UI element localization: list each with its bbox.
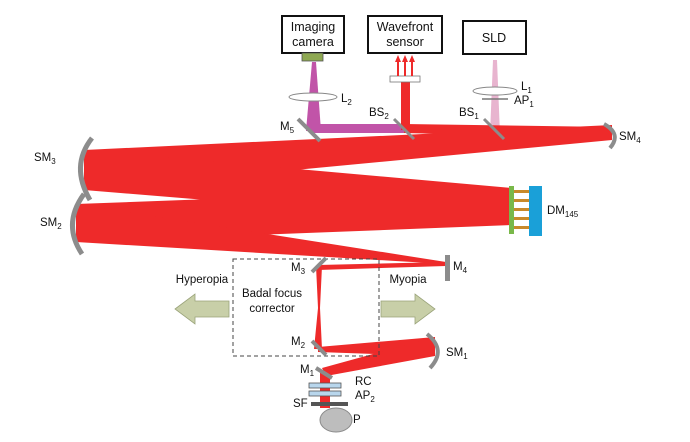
badal-focus-corrector-box — [232, 258, 380, 357]
beam-sm2-m4 — [76, 204, 446, 264]
label-sf: SF — [293, 398, 308, 410]
myopia-label: Myopia — [389, 274, 427, 286]
rc-element — [308, 382, 342, 389]
mirror-m3 — [310, 256, 328, 274]
label-ap2: AP2 — [355, 390, 375, 404]
wavefront-sensor-line1: Wavefront — [377, 20, 434, 34]
label-m2: M2 — [291, 336, 306, 350]
label-ap1: AP1 — [514, 95, 534, 109]
camera-sensor — [301, 52, 324, 62]
label-p: P — [353, 414, 361, 426]
sld-source: SLD — [462, 20, 527, 55]
beam-sm1-m1 — [322, 337, 435, 376]
imaging-camera-line2: camera — [292, 35, 334, 49]
label-sm2: SM2 — [40, 217, 62, 231]
lens-l2 — [288, 92, 338, 102]
aperture-ap2 — [308, 390, 342, 397]
label-dm145: DM145 — [547, 205, 579, 219]
label-bs2: BS2 — [369, 107, 389, 121]
spherical-mirror-sm1 — [425, 332, 440, 370]
eye-pupil — [319, 407, 353, 433]
label-sm1: SM1 — [446, 347, 468, 361]
beam-splitter-bs1 — [482, 117, 506, 141]
myopia-arrow — [380, 293, 436, 325]
label-rc: RC — [355, 376, 372, 388]
badal-label-line1: Badal focus — [242, 288, 302, 300]
imaging-camera-line1: Imaging — [291, 20, 336, 34]
mirror-m5 — [296, 117, 322, 143]
imaging-camera: Imaging camera — [281, 15, 345, 62]
beam-m4-m3 — [318, 262, 446, 270]
wavefront-sensor-line2: sensor — [386, 35, 424, 49]
beam-paths — [76, 60, 612, 408]
label-bs1: BS1 — [459, 107, 479, 121]
label-sm4: SM4 — [619, 131, 641, 145]
badal-label-line2: corrector — [249, 303, 295, 315]
mirror-m4 — [445, 255, 450, 281]
spherical-mirror-sm3 — [78, 136, 95, 202]
beam-m1-eye — [320, 370, 330, 408]
hyperopia-label: Hyperopia — [176, 274, 229, 286]
beam-splitter-bs2 — [392, 117, 416, 141]
label-m1: M1 — [300, 364, 315, 378]
spherical-mirror-sm2 — [70, 192, 87, 256]
label-sm3: SM3 — [34, 152, 56, 166]
component-labels: L2 L1 AP1 M5 BS2 BS1 SM4 SM3 SM2 DM145 M… — [34, 81, 641, 426]
beam-m3-m2 — [314, 266, 322, 349]
label-l2: L2 — [341, 93, 352, 107]
sld-beam — [490, 60, 500, 134]
spherical-mirror-sm4 — [602, 122, 617, 150]
deformable-mirror — [509, 186, 542, 236]
spectacle-frame-sf — [311, 402, 348, 406]
imaging-beam-horizontal — [310, 124, 406, 133]
label-m5: M5 — [280, 121, 295, 135]
mirror-m1 — [314, 366, 334, 380]
wavefront-beam-vertical — [401, 80, 410, 130]
label-l1: L1 — [521, 81, 532, 95]
label-m3: M3 — [291, 262, 306, 276]
lens-l1 — [472, 86, 518, 96]
mirror-m2 — [310, 339, 328, 357]
label-m4: M4 — [453, 261, 468, 275]
sld-label: SLD — [482, 31, 506, 45]
wavefront-sensor: Wavefront sensor — [367, 15, 443, 83]
hyperopia-arrow — [174, 293, 230, 325]
lenslet-array — [389, 75, 421, 83]
